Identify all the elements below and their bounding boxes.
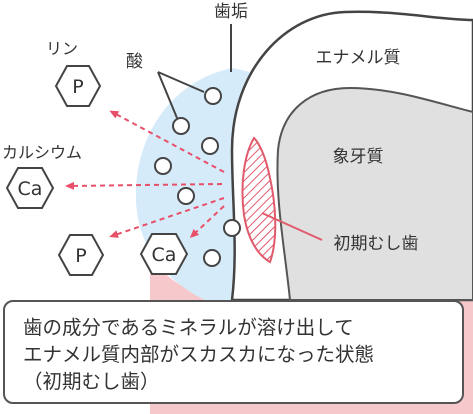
arrow-to-phosphorus-top — [109, 110, 225, 173]
phosphorus-symbol: P — [72, 76, 83, 98]
calcium-ion-bottom: Ca — [139, 233, 189, 275]
phosphorus-label: リン — [46, 39, 78, 58]
calcium-symbol: Ca — [18, 178, 43, 200]
phosphorus-ion-top: P — [54, 65, 102, 107]
acid-dot — [154, 157, 172, 175]
plaque-label: 歯垢 — [214, 2, 248, 22]
acid-dot — [177, 187, 195, 205]
acid-dot — [223, 219, 241, 237]
dissolve-arrows — [65, 110, 225, 239]
phosphorus-ion-bottom: P — [57, 234, 105, 276]
calcium-ion-left: Ca — [5, 167, 55, 209]
caption-line-2: エナメル質内部がスカスカになった状態 — [23, 343, 375, 366]
caption-line-1: 歯の成分であるミネラルが溶け出して — [23, 316, 354, 339]
early-caries-label: 初期むし歯 — [334, 234, 419, 254]
calcium-symbol: Ca — [152, 244, 177, 266]
acid-pointers — [157, 71, 205, 119]
calcium-label: カルシウム — [2, 143, 82, 162]
arrow-to-calcium-left — [65, 181, 223, 190]
acid-dot — [201, 137, 219, 155]
early-caries — [241, 136, 277, 264]
acid-dot — [203, 249, 221, 267]
caption-line-3: （初期むし歯） — [23, 370, 160, 393]
dentin-label: 象牙質 — [333, 147, 384, 167]
acid-dot — [204, 87, 222, 105]
enamel-label: エナメル質 — [316, 48, 401, 68]
arrow-to-calcium-bottom — [189, 205, 225, 239]
acid-molecules — [154, 87, 241, 267]
caries-pointer — [261, 212, 323, 241]
dentin — [276, 86, 473, 301]
arrow-to-phosphorus-bottom — [109, 197, 225, 238]
phosphorus-symbol: P — [75, 245, 86, 267]
caption-box: 歯の成分であるミネラルが溶け出して エナメル質内部がスカスカになった状態 （初期… — [3, 300, 464, 404]
acid-label: 酸 — [126, 52, 143, 72]
acid-dot — [172, 117, 190, 135]
